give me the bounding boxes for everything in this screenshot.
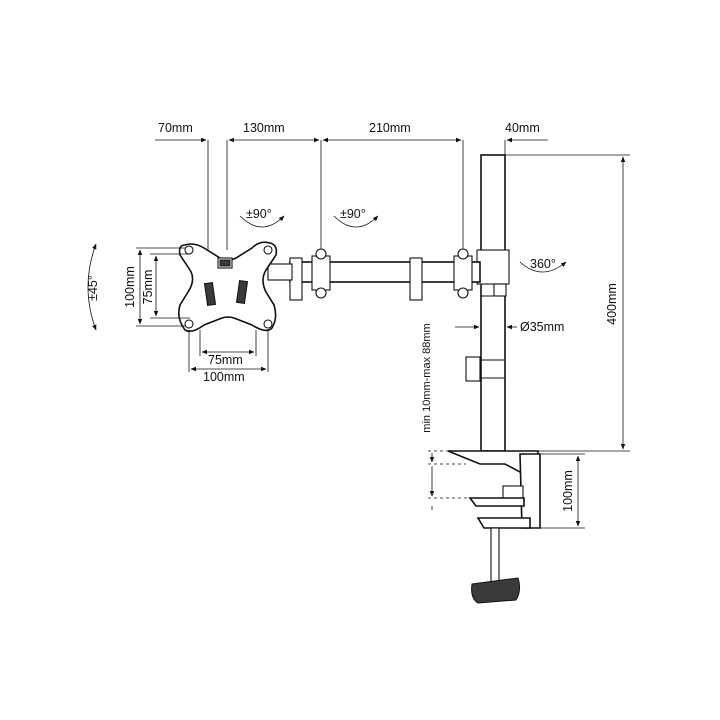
dim-label-70: 70mm bbox=[158, 121, 193, 135]
vesa-width-dims bbox=[188, 330, 269, 372]
swivel-arm-arrow bbox=[333, 215, 379, 228]
top-dimension-lines bbox=[155, 137, 548, 250]
pole-rotation-arrow bbox=[519, 261, 567, 273]
pole bbox=[465, 154, 510, 452]
height-dimension bbox=[505, 154, 630, 452]
tilt-arrow bbox=[87, 243, 97, 331]
dim-label-vesa-w100: 100mm bbox=[203, 370, 245, 384]
dim-label-210: 210mm bbox=[369, 121, 411, 135]
desk-range-dim bbox=[428, 450, 468, 510]
swivel-head-arrow bbox=[239, 215, 285, 228]
arm bbox=[267, 248, 507, 301]
clamp-height-dim bbox=[540, 453, 585, 529]
dim-label-vesa-h75: 75mm bbox=[141, 270, 155, 305]
dim-label-desk-range: min 10mm-max 88mm bbox=[421, 323, 433, 432]
rotation-label-pole: 360° bbox=[530, 257, 556, 271]
vesa-height-dims bbox=[136, 247, 190, 327]
dim-label-400: 400mm bbox=[605, 283, 619, 325]
vesa-plate bbox=[178, 241, 278, 332]
rotation-label-swivel-head: ±90° bbox=[246, 207, 272, 221]
dim-label-diameter: Ø35mm bbox=[520, 320, 564, 334]
dim-label-clamp-100: 100mm bbox=[561, 470, 575, 512]
desk-clamp bbox=[447, 450, 541, 604]
dim-label-vesa-h100: 100mm bbox=[123, 266, 137, 308]
rotation-label-tilt: ±45° bbox=[86, 275, 100, 301]
dim-label-130: 130mm bbox=[243, 121, 285, 135]
dim-label-40: 40mm bbox=[505, 121, 540, 135]
dim-label-vesa-w75: 75mm bbox=[208, 353, 243, 367]
rotation-label-swivel-arm: ±90° bbox=[340, 207, 366, 221]
